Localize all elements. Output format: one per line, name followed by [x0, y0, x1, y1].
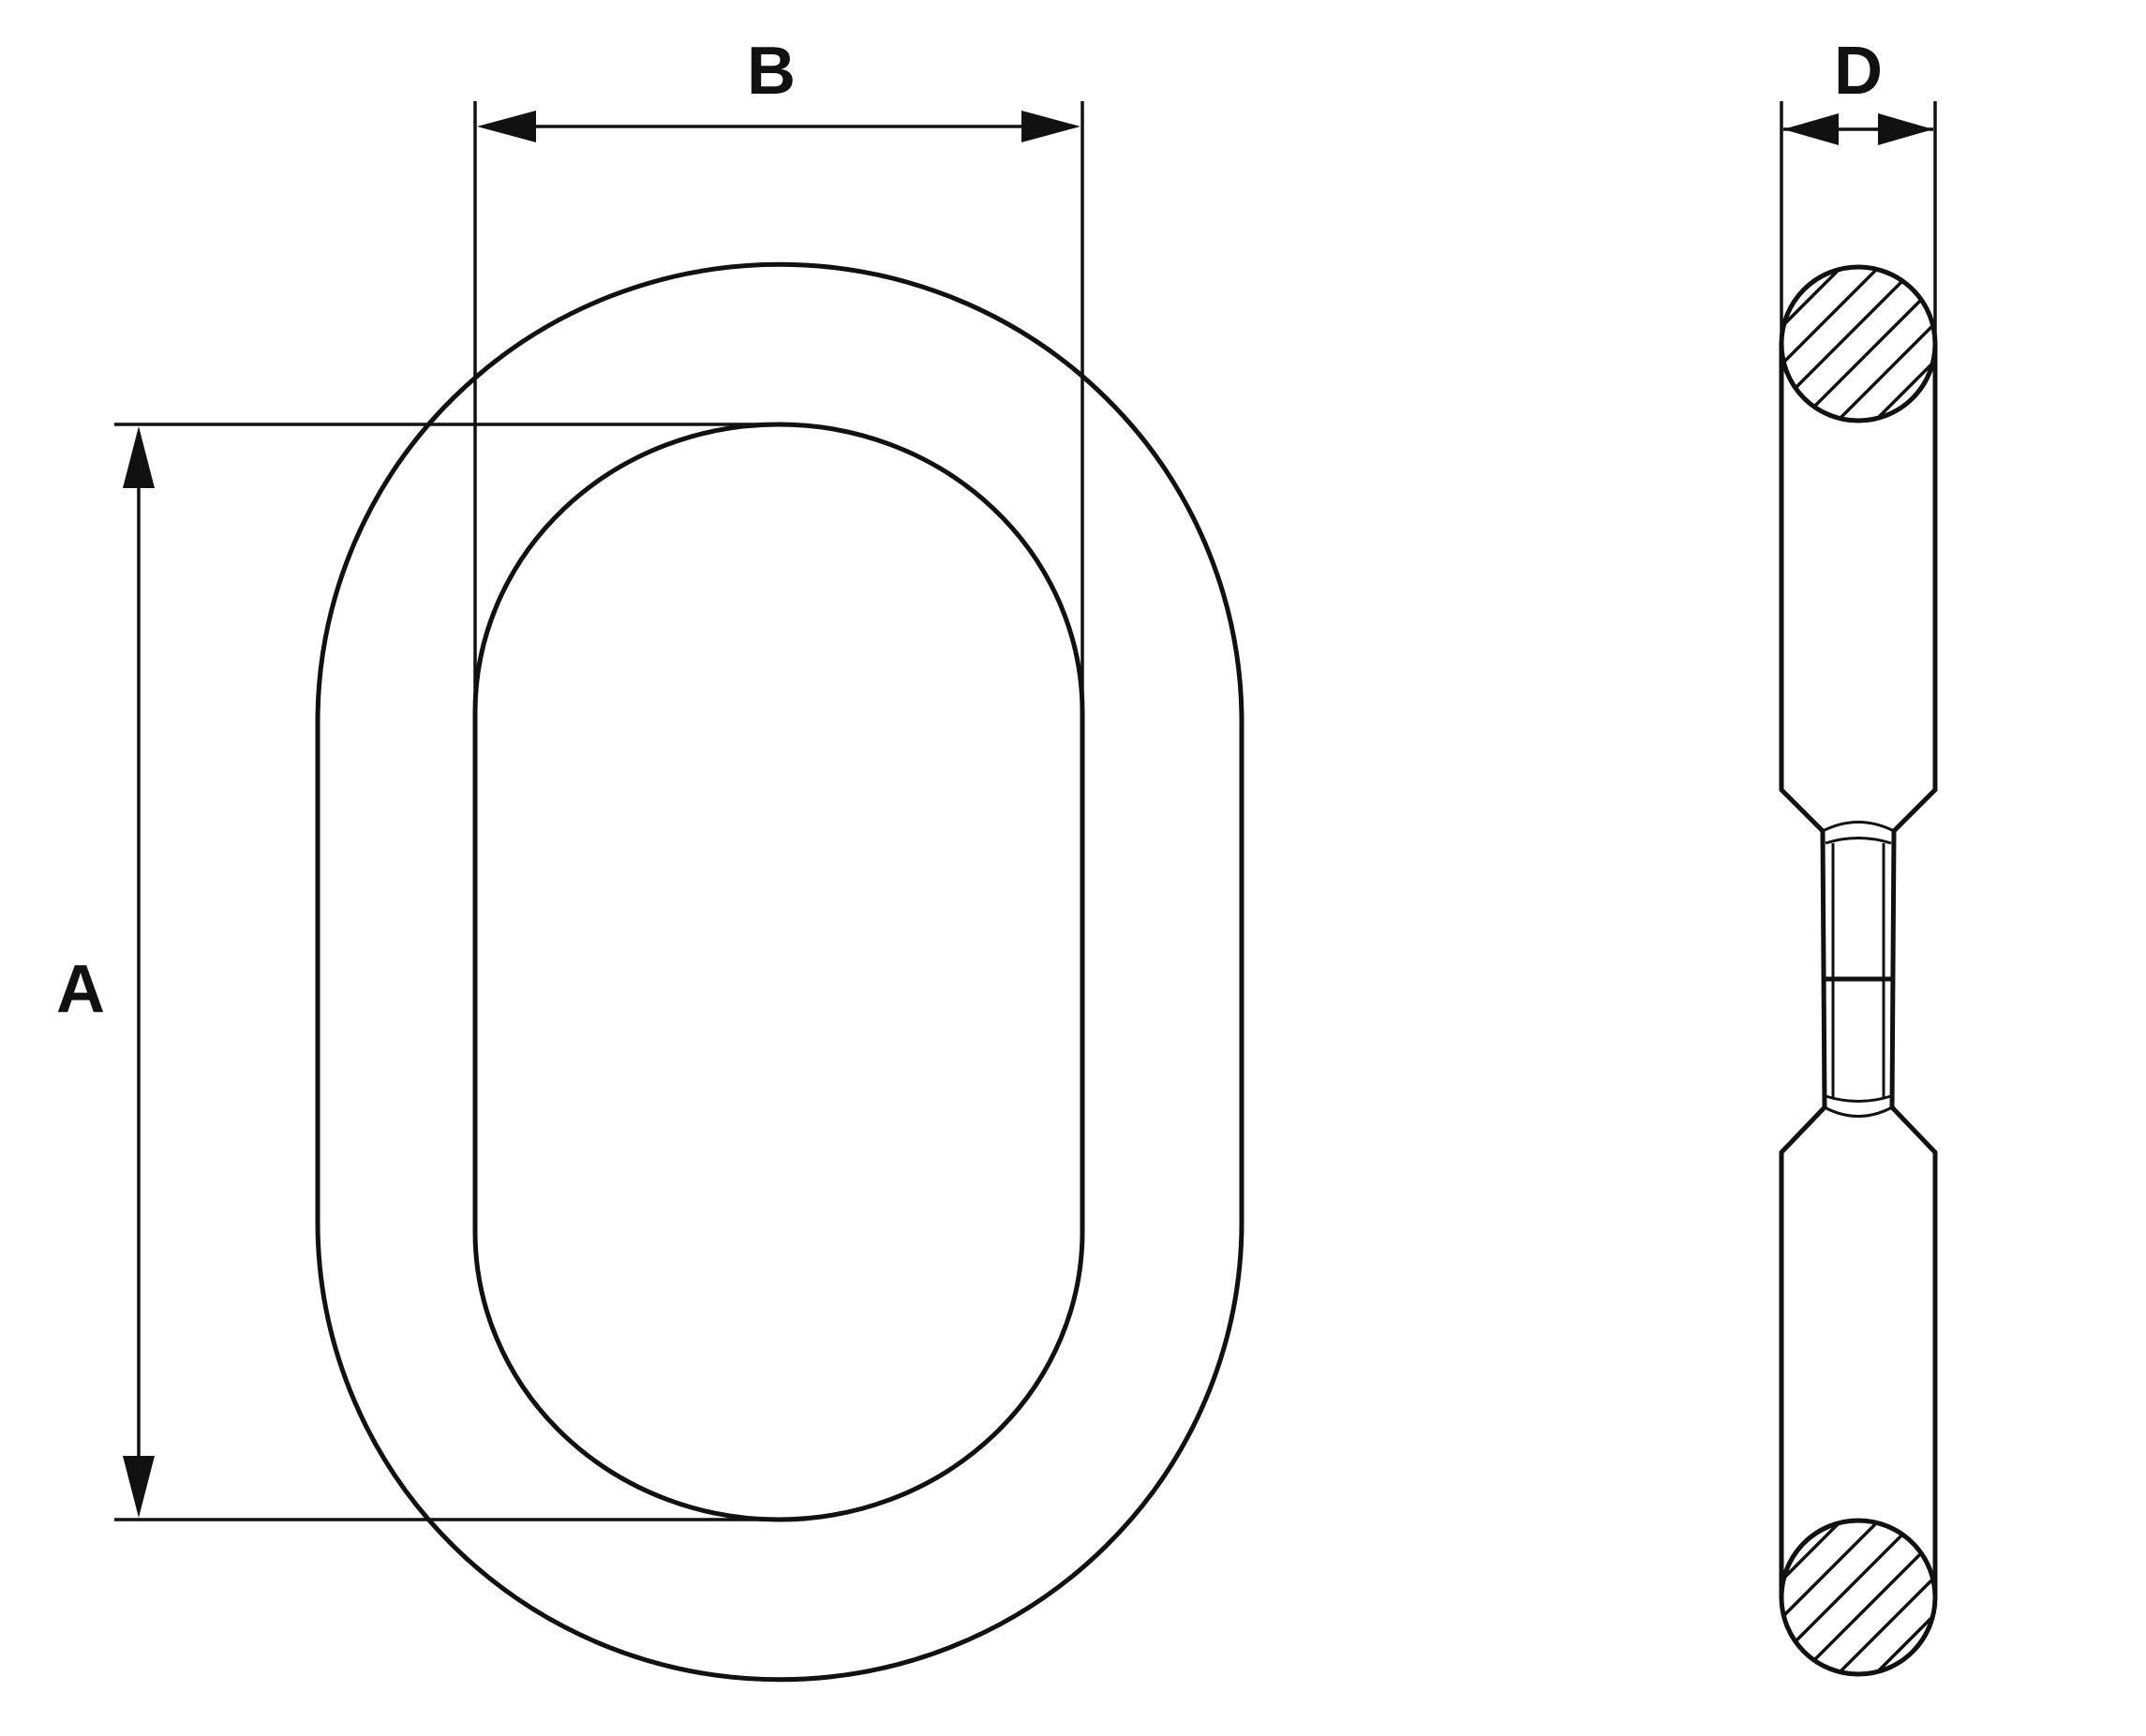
dimension-b-label: B — [747, 34, 796, 109]
lower-neck-inner — [1825, 1094, 1892, 1103]
dimension-d: D — [1780, 34, 1937, 344]
dimension-b-arrow-right — [1021, 111, 1080, 142]
dimension-d-arrow-right — [1878, 113, 1933, 145]
side-view — [1779, 264, 1938, 1677]
dimension-a-arrow-bottom — [123, 1456, 155, 1518]
dimension-b: B — [473, 34, 1084, 712]
dimension-a-arrow-top — [123, 426, 155, 488]
bottom-cross-section — [1779, 1518, 1938, 1677]
link-outer-contour — [315, 261, 1244, 1683]
top-cross-section — [1779, 264, 1938, 423]
dimension-d-arrow-left — [1783, 113, 1839, 145]
bottom-cross-section-hatching — [1781, 1521, 1935, 1674]
lower-neck-fillet — [1824, 1105, 1893, 1118]
dimension-a-label: A — [56, 952, 105, 1027]
link-inner-contour — [472, 422, 1085, 1522]
dimension-a: A — [56, 423, 778, 1521]
top-cross-section-hatching — [1781, 267, 1935, 421]
dimension-b-arrow-left — [477, 111, 536, 142]
side-profile-body — [1779, 341, 1938, 1600]
front-view — [315, 261, 1244, 1683]
upper-neck-inner — [1825, 837, 1892, 845]
dimension-d-label: D — [1834, 34, 1883, 109]
upper-neck-fillet — [1822, 821, 1895, 833]
